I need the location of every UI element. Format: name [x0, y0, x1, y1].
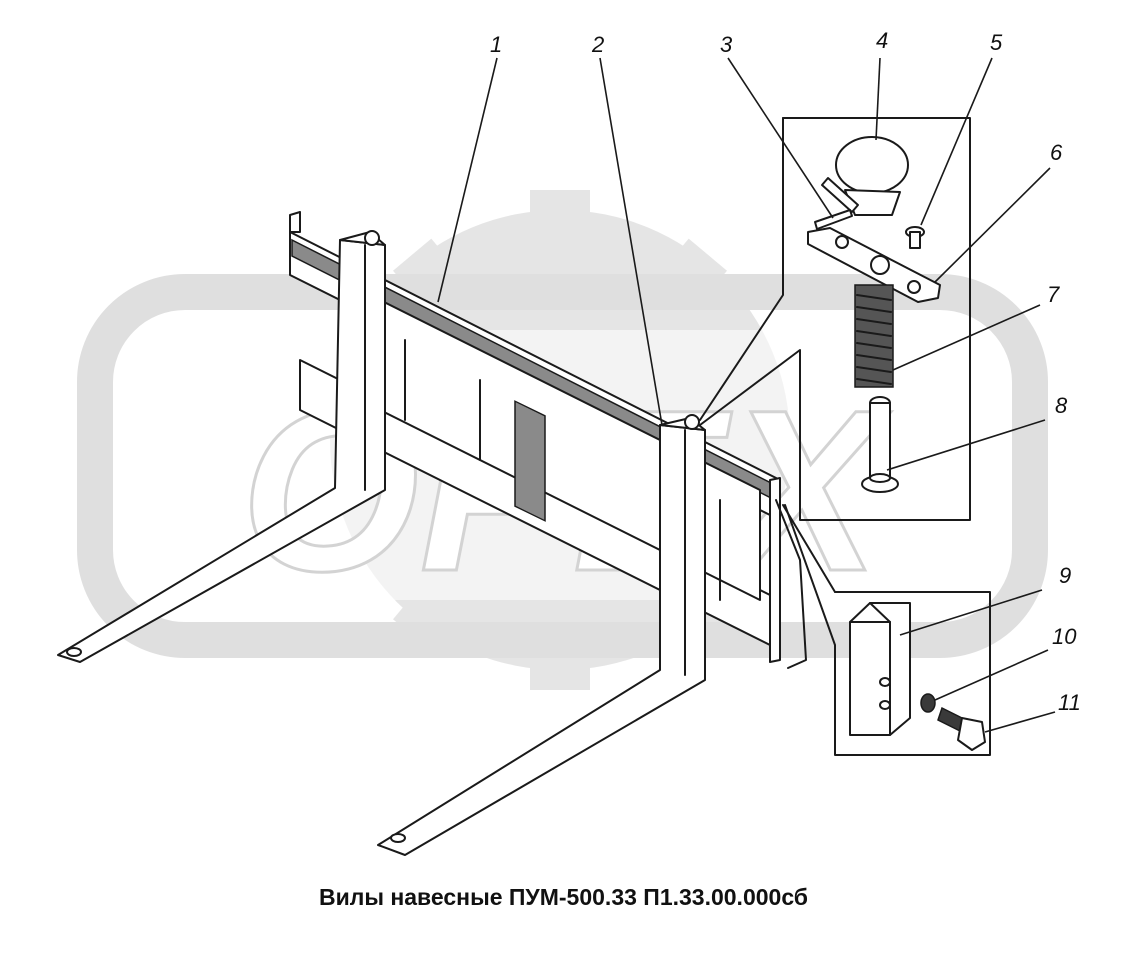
callout-4: 4 — [876, 28, 888, 53]
leader-lines — [437, 57, 1056, 733]
right-fork — [377, 414, 706, 856]
callout-7: 7 — [1047, 282, 1060, 307]
spring-part-7 — [854, 284, 894, 388]
screw-part-5 — [905, 226, 925, 249]
callout-5: 5 — [990, 30, 1003, 55]
callout-8: 8 — [1055, 393, 1068, 418]
callout-labels: 1 2 3 4 5 6 7 8 9 10 11 — [490, 28, 1081, 715]
callout-2: 2 — [591, 32, 604, 57]
detail-box-pin-assembly — [699, 117, 971, 521]
detail-box-fork-stop — [782, 504, 991, 756]
callout-11: 11 — [1058, 690, 1081, 715]
watermark-plate — [77, 274, 1048, 658]
pin-part-8 — [861, 396, 899, 493]
knob-part-4 — [835, 136, 909, 194]
callout-1: 1 — [490, 32, 502, 57]
callout-9: 9 — [1059, 563, 1071, 588]
bolt-part-11 — [937, 706, 986, 751]
diagram-caption: Вилы навесные ПУМ-500.33 П1.33.00.000сб — [318, 884, 809, 910]
callout-6: 6 — [1050, 140, 1063, 165]
washer-part-10 — [920, 693, 936, 713]
left-fork — [57, 230, 386, 663]
callout-3: 3 — [720, 32, 733, 57]
callout-10: 10 — [1052, 624, 1077, 649]
pin-part-3 — [814, 209, 853, 230]
